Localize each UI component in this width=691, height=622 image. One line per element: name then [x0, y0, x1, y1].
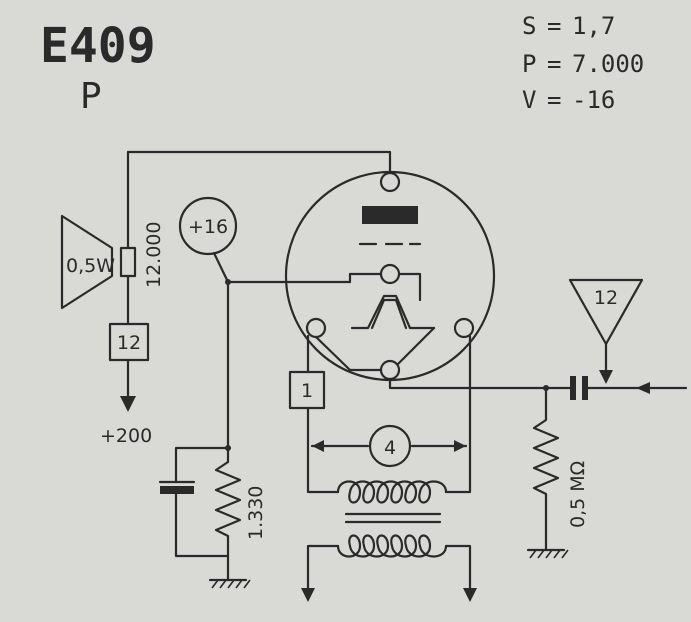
cathode-resistor-label: 1.330	[245, 486, 267, 540]
primary-winding	[336, 480, 448, 504]
supply-arrow-icon	[120, 396, 136, 412]
anode-pin-label: 12	[117, 332, 141, 354]
speaker-coupling-resistor	[119, 246, 137, 278]
loudspeaker-symbol: 0,5W 12.000	[60, 214, 165, 310]
anode-wire	[126, 150, 392, 178]
tube-pin	[453, 317, 475, 339]
grid-wire	[226, 272, 422, 302]
tube-pin	[379, 171, 401, 193]
output-arrow-icon	[301, 588, 315, 602]
param-value: 7.000	[572, 50, 644, 78]
input-ref-label: 12	[594, 287, 618, 309]
filament-transformer	[336, 480, 448, 558]
param-sep: =	[547, 86, 561, 114]
capacitor-wire	[174, 446, 230, 484]
input-ref-arrow-icon	[599, 370, 613, 384]
cathode-resistor	[214, 446, 242, 582]
cathode-lead	[314, 335, 383, 372]
speaker-resistor-label: 12.000	[143, 222, 165, 288]
output-arrow-icon	[463, 588, 477, 602]
output-wire-right	[444, 544, 472, 592]
param-sep: =	[547, 50, 561, 78]
tube-type-label: E409	[40, 18, 156, 74]
coupling-capacitor-plate	[570, 376, 576, 400]
param-value: -16	[572, 86, 615, 114]
param-key: S	[522, 12, 536, 40]
grid-resistor-label: 0,5 MΩ	[567, 461, 589, 528]
ground-icon	[208, 578, 251, 589]
ground-icon	[526, 548, 569, 559]
grid-input-wire	[388, 377, 548, 390]
electrolytic-capacitor	[160, 486, 194, 494]
filament-wire-left	[306, 406, 340, 494]
anode-supply-label: +200	[100, 425, 152, 447]
param-value: 1,7	[572, 12, 615, 40]
bias-connection	[212, 251, 230, 284]
filament-wire-right	[444, 334, 472, 494]
filament-inner	[370, 298, 408, 330]
filament-pin-label: 1	[301, 380, 313, 402]
output-wire-left	[306, 544, 340, 592]
filament-voltage-indicator: 4	[310, 424, 468, 468]
speaker-power-label: 0,5W	[66, 255, 115, 277]
tube-pin	[379, 359, 401, 381]
tube-class-label: P	[80, 76, 102, 117]
filament-voltage-label: 4	[384, 437, 396, 459]
param-sep: =	[547, 12, 561, 40]
anode-plate	[362, 206, 418, 224]
param-key: P	[522, 50, 536, 78]
grid-bias-circle	[178, 196, 238, 256]
grid-bias-label: +16	[188, 216, 228, 238]
param-key: V	[522, 86, 536, 114]
filament	[350, 294, 436, 330]
tube-pin	[379, 263, 401, 285]
parameter-list: S = 1,7 P = 7.000 V = -16	[522, 12, 644, 114]
grid-leak-resistor	[532, 386, 560, 552]
capacitor-return-wire	[174, 492, 230, 558]
input-reference-triangle	[568, 278, 644, 346]
secondary-winding	[336, 534, 448, 558]
coupling-capacitor-plate	[582, 376, 588, 400]
input-arrow-icon	[636, 382, 650, 394]
grid-lead	[396, 326, 436, 366]
tube-pin	[305, 317, 327, 339]
